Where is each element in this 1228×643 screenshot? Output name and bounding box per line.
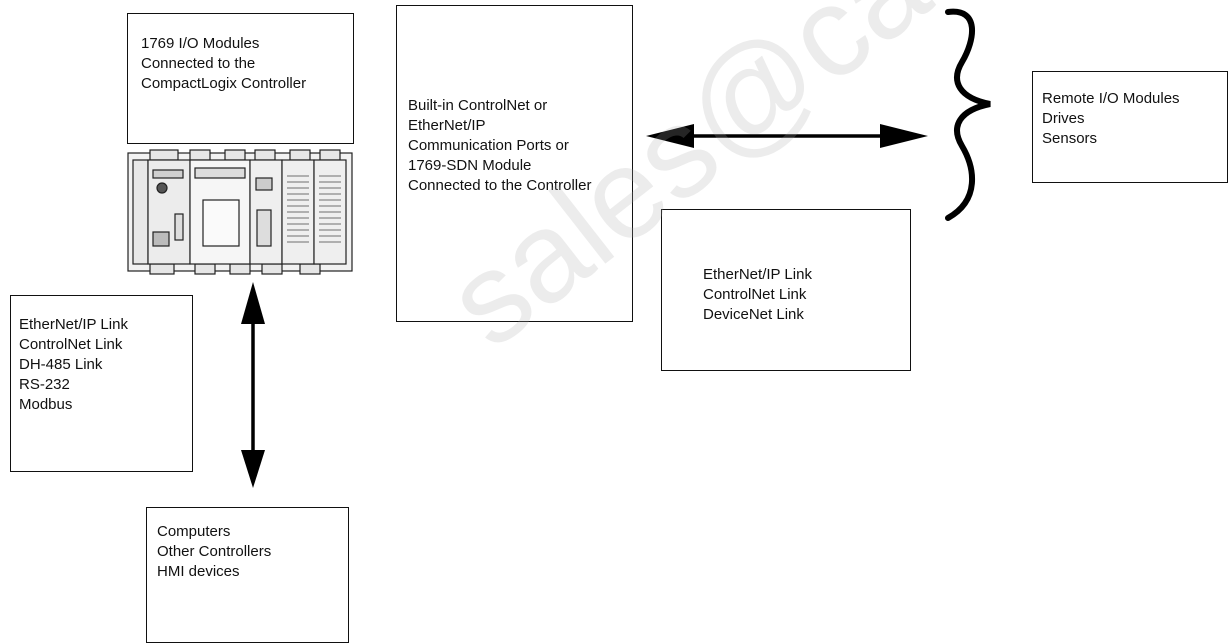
remote-devices-text: Remote I/O Modules Drives Sensors (1042, 89, 1180, 149)
network-links-left-box (10, 295, 193, 472)
builtin-ports-text: Built-in ControlNet or EtherNet/IP Commu… (408, 96, 591, 196)
io-modules-line: CompactLogix Controller (141, 75, 307, 92)
connected-device-line: Computers (157, 523, 231, 540)
io-modules-text: 1769 I/O Modules Connected to the Compac… (141, 34, 306, 94)
builtin-ports-line: 1769-SDN Module (408, 157, 532, 174)
connected-device-line: HMI devices (157, 563, 240, 580)
connected-devices-text: Computers Other Controllers HMI devices (157, 522, 271, 582)
network-link-line: ControlNet Link (19, 336, 123, 353)
network-link-line: DeviceNet Link (703, 306, 804, 323)
network-link-line: Modbus (19, 396, 73, 413)
connected-device-line: Other Controllers (157, 543, 272, 560)
io-modules-line: 1769 I/O Modules (141, 35, 260, 52)
network-links-left-text: EtherNet/IP Link ControlNet Link DH-485 … (19, 315, 128, 415)
horizontal-double-arrow (646, 124, 928, 148)
io-module-slats (287, 175, 341, 243)
remote-devices-line: Sensors (1042, 130, 1098, 147)
vertical-double-arrow (241, 282, 265, 488)
network-link-line: RS-232 (19, 376, 70, 393)
network-link-line: DH-485 Link (19, 356, 103, 373)
network-link-line: ControlNet Link (703, 286, 807, 303)
io-modules-line: Connected to the (141, 55, 256, 72)
curly-brace (945, 8, 991, 221)
builtin-ports-box (396, 5, 633, 322)
io-modules-box (127, 13, 354, 144)
network-links-right-box (661, 209, 911, 371)
network-links-right-text: EtherNet/IP Link ControlNet Link DeviceN… (703, 265, 812, 325)
network-link-line: EtherNet/IP Link (703, 266, 812, 283)
network-link-line: EtherNet/IP Link (19, 316, 128, 333)
controller-illustration (127, 149, 353, 275)
builtin-ports-line: Built-in ControlNet or (408, 97, 548, 114)
builtin-ports-line: EtherNet/IP (408, 117, 486, 134)
remote-devices-line: Drives (1042, 110, 1085, 127)
builtin-ports-line: Connected to the Controller (408, 177, 592, 194)
builtin-ports-line: Communication Ports or (408, 137, 569, 154)
connected-devices-box (146, 507, 349, 643)
remote-devices-box (1032, 71, 1228, 183)
remote-devices-line: Remote I/O Modules (1042, 90, 1180, 107)
